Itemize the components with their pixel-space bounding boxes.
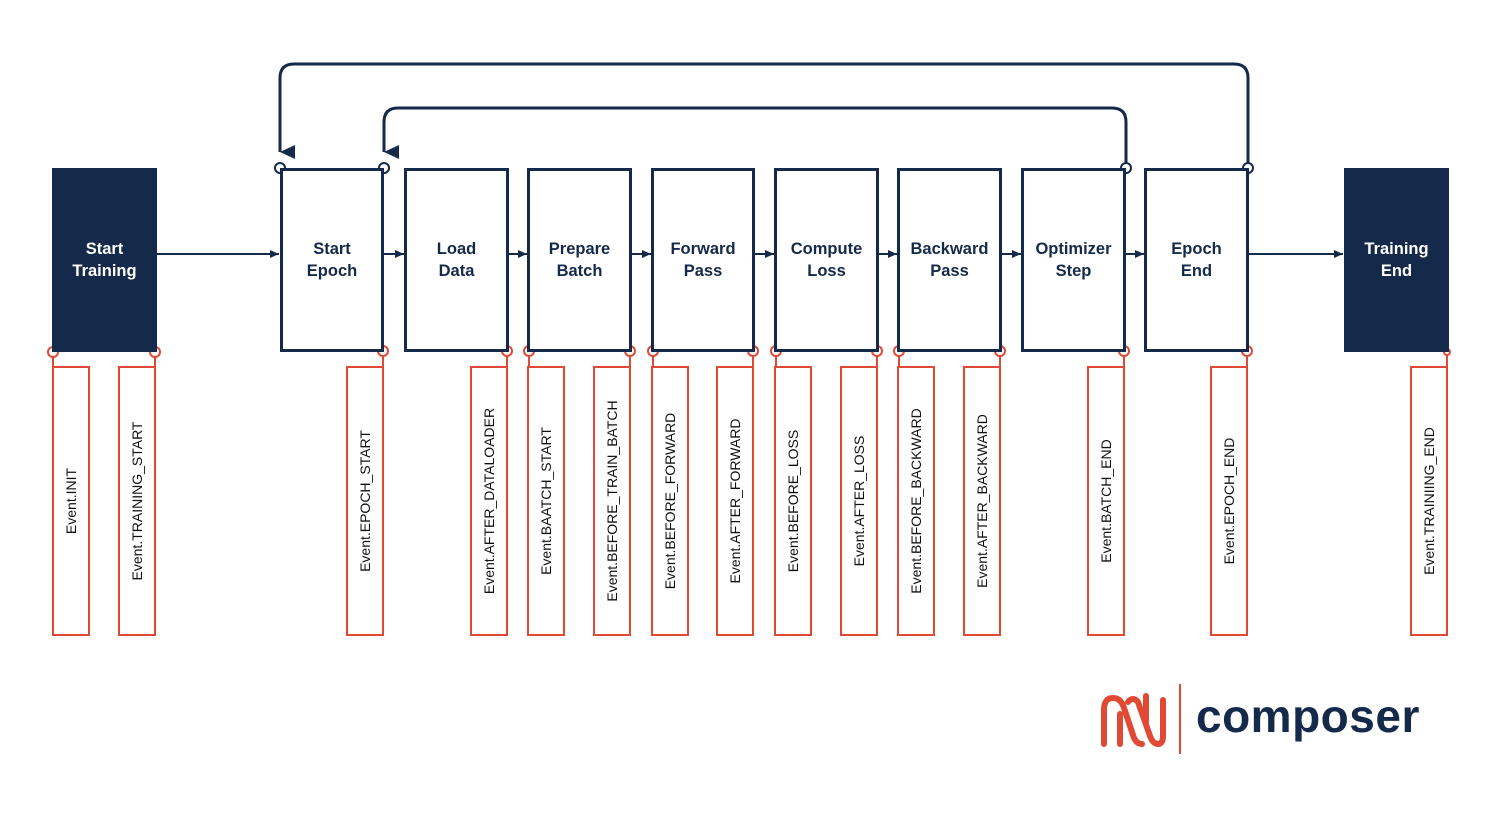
step-start-epoch: Start Epoch [280,168,384,352]
event-label: Event.INIT [63,467,79,535]
step-backward-pass: Backward Pass [897,168,1002,352]
event-box: Event.TRAINIING_END [1410,366,1448,636]
event-label: Event.BEFORE_BACKWARD [908,408,924,594]
composer-logo-icon [1101,693,1166,747]
event-box: Event.AFTER_FORWARD [716,366,754,636]
step-label: Start Epoch [306,240,358,280]
brand-name: composer [1196,690,1420,742]
step-label: Compute Loss [790,240,863,280]
step-prepare-batch: Prepare Batch [527,168,632,352]
event-box: Event.BEFORE_LOSS [774,366,812,636]
event-label: Event.BEFORE_FORWARD [662,412,678,590]
event-label: Event.BATCH_END [1098,439,1114,563]
step-load-data: Load Data [404,168,509,352]
step-compute-loss: Compute Loss [774,168,879,352]
event-box: Event.INIT [52,366,90,636]
event-label: Event.AFTER_BACKWARD [974,414,990,588]
event-label: Event.AFTER_FORWARD [727,418,743,584]
loop-line-epoch-end [278,62,1250,168]
event-box: Event.EPOCH_START [346,366,384,636]
event-box: Event.AFTER_DATALOADER [470,366,508,636]
step-label: Load Data [436,240,477,280]
step-label: Backward Pass [910,240,989,280]
step-label: Training End [1364,240,1429,280]
event-box: Event.BEFORE_FORWARD [651,366,689,636]
event-box: Event.BATCH_END [1087,366,1125,636]
step-label: Forward Pass [670,240,736,280]
step-epoch-end: Epoch End [1144,168,1249,352]
event-label: Event.EPOCH_START [357,430,373,572]
step-label: Optimizer Step [1035,240,1112,280]
composer-logo: composer [1100,684,1470,754]
event-label: Event.BAATCH_START [538,427,554,575]
event-label: Event.AFTER_LOSS [851,435,867,567]
step-label: Epoch End [1171,240,1222,280]
event-label: Event.BEFORE_TRAIN_BATCH [604,400,620,602]
loop-line-optimizer-step [382,106,1128,168]
event-box: Event.AFTER_LOSS [840,366,878,636]
event-box: Event.AFTER_BACKWARD [963,366,1001,636]
event-label: Event.BEFORE_LOSS [785,429,801,573]
step-start-training: Start Training [52,168,157,352]
event-box: Event.EPOCH_END [1210,366,1248,636]
step-label: Start Training [72,240,137,280]
logo-divider [1179,684,1181,754]
event-label: Event.TRAINING_START [129,421,145,581]
step-forward-pass: Forward Pass [651,168,755,352]
step-optimizer-step: Optimizer Step [1021,168,1126,352]
event-box: Event.TRAINING_START [118,366,156,636]
event-box: Event.BEFORE_TRAIN_BATCH [593,366,631,636]
step-training-end: Training End [1344,168,1449,352]
event-label: Event.TRAINIING_END [1421,427,1437,575]
event-box: Event.BEFORE_BACKWARD [897,366,935,636]
step-label: Prepare Batch [548,240,611,280]
event-label: Event.AFTER_DATALOADER [481,407,497,595]
event-label: Event.EPOCH_END [1221,437,1237,565]
event-box: Event.BAATCH_START [527,366,565,636]
